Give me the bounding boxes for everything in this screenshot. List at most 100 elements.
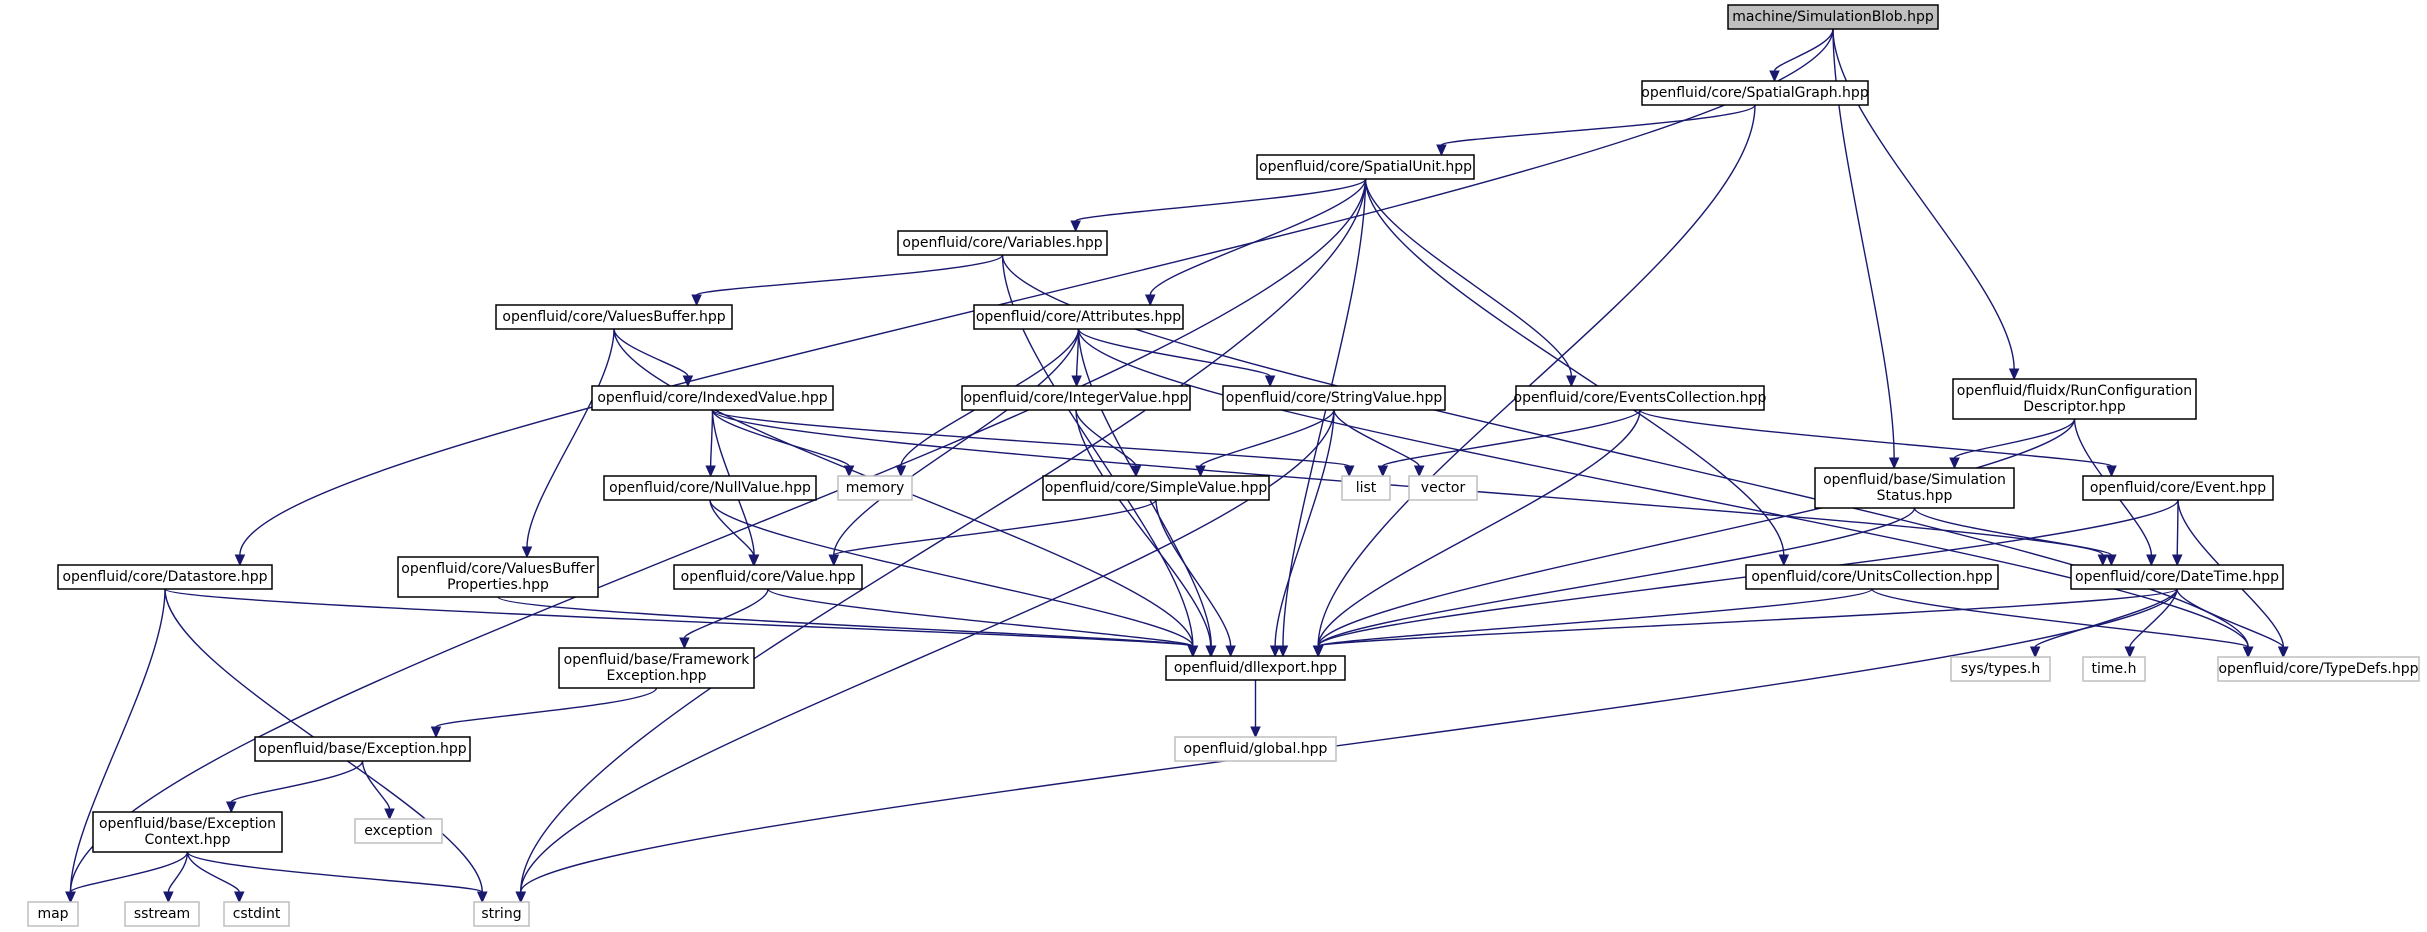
node-runconfig[interactable]: openfluid/fluidx/RunConfigurationDescrip… — [1952, 378, 2197, 420]
arrow-head-icon — [1778, 554, 1790, 567]
edge-simplevalue-to-value — [828, 499, 1157, 567]
node-indexedvalue[interactable]: openfluid/core/IndexedValue.hpp — [591, 385, 834, 411]
edge-line — [1001, 254, 2249, 648]
edge-line — [1382, 409, 1641, 467]
node-valuesbuffer[interactable]: openfluid/core/ValuesBuffer.hpp — [495, 304, 733, 330]
edge-line — [520, 588, 2178, 893]
node-simblob[interactable]: machine/SimulationBlob.hpp — [1727, 4, 1939, 30]
node-label: openfluid/core/ValuesBuffer.hpp — [502, 309, 725, 325]
edge-line — [613, 328, 689, 377]
arrow-head-icon — [1343, 465, 1355, 478]
arrow-head-icon — [1312, 645, 1324, 658]
node-unitscollection[interactable]: openfluid/core/UnitsCollection.hpp — [1745, 564, 1999, 590]
edge-line — [1317, 588, 2178, 647]
edge-line — [1317, 507, 1916, 647]
edge-line — [69, 178, 1367, 893]
node-dllexport[interactable]: openfluid/dllexport.hpp — [1165, 655, 1346, 681]
node-box — [837, 475, 913, 501]
edge-spatialunit-to-eventscollection — [1364, 178, 1577, 388]
edge-spatialunit-to-attributes — [1144, 178, 1367, 307]
edge-simblob-to-datastore — [234, 28, 1834, 567]
arrow-head-icon — [2277, 646, 2289, 659]
node-box — [2070, 564, 2284, 590]
node-attributes[interactable]: openfluid/core/Attributes.hpp — [973, 304, 1184, 330]
node-simplevalue[interactable]: openfluid/core/SimpleValue.hpp — [1042, 475, 1270, 501]
node-label: sys/types.h — [1961, 661, 2040, 677]
node-box — [1515, 385, 1765, 411]
node-box — [2217, 656, 2420, 682]
node-stringvalue[interactable]: openfluid/core/StringValue.hpp — [1222, 385, 1446, 411]
edge-line — [1953, 418, 2076, 459]
edge-spatialunit-to-dllexport — [1277, 178, 1367, 658]
edge-value-to-fwexception — [679, 588, 769, 650]
edge-exccontext-to-map — [65, 851, 189, 904]
node-box — [1341, 475, 1391, 501]
node-string: string — [473, 901, 530, 927]
edge-line — [1074, 178, 1367, 222]
edge-line — [711, 409, 850, 467]
node-label: openfluid/core/UnitsCollection.hpp — [1751, 569, 1992, 585]
node-event[interactable]: openfluid/core/Event.hpp — [2082, 475, 2274, 501]
arrow-head-icon — [1071, 375, 1082, 388]
node-label: openfluid/core/Datastore.hpp — [62, 569, 267, 585]
node-integervalue[interactable]: openfluid/core/IntegerValue.hpp — [961, 385, 1191, 411]
node-vector: vector — [1408, 475, 1478, 501]
node-datastore[interactable]: openfluid/core/Datastore.hpp — [57, 564, 273, 590]
node-vbprops[interactable]: openfluid/core/ValuesBufferProperties.hp… — [397, 556, 599, 598]
edge-spatialunit-to-unitscollection — [1364, 178, 1790, 567]
arrow-head-icon — [2029, 646, 2041, 659]
edge-eventscollection-to-list — [1377, 409, 1641, 478]
edge-datetime-to-string — [515, 588, 2178, 904]
arrow-head-icon — [828, 554, 840, 567]
arrow-head-icon — [2242, 646, 2254, 659]
arrow-head-icon — [1769, 70, 1780, 83]
edges-layer — [65, 28, 2289, 904]
edge-line — [1075, 409, 1137, 467]
node-stdexception: exception — [354, 818, 443, 844]
edge-line — [1075, 409, 1212, 647]
node-datetime[interactable]: openfluid/core/DateTime.hpp — [2070, 564, 2284, 590]
edge-line — [1440, 104, 1756, 146]
node-box — [57, 564, 273, 590]
node-label: machine/SimulationBlob.hpp — [1732, 9, 1934, 25]
node-variables[interactable]: openfluid/core/Variables.hpp — [897, 230, 1108, 256]
node-label: openfluid/base/Exception.hpp — [258, 741, 466, 757]
edge-line — [164, 588, 1194, 647]
node-label: openfluid/core/EventsCollection.hpp — [1514, 390, 1767, 406]
node-label: Status.hpp — [1877, 488, 1953, 504]
node-box — [27, 901, 79, 927]
node-spatialgraph[interactable]: openfluid/core/SpatialGraph.hpp — [1641, 80, 1869, 106]
node-box — [1952, 378, 2197, 420]
edge-line — [1333, 409, 1420, 467]
edge-variables-to-valuesbuffer — [691, 254, 1004, 307]
edge-indexedvalue-to-list — [711, 409, 1355, 478]
arrow-head-icon — [2008, 368, 2020, 381]
node-eventscollection[interactable]: openfluid/core/EventsCollection.hpp — [1514, 385, 1767, 411]
node-exception[interactable]: openfluid/base/Exception.hpp — [254, 736, 471, 762]
arrow-head-icon — [2097, 554, 2109, 567]
edge-spatialunit-to-variables — [1070, 178, 1367, 233]
node-spatialunit[interactable]: openfluid/core/SpatialUnit.hpp — [1256, 154, 1475, 180]
edge-unitscollection-to-dllexport — [1312, 588, 1873, 658]
node-box — [2082, 475, 2274, 501]
arrow-head-icon — [843, 465, 855, 478]
arrow-head-icon — [2106, 554, 2117, 567]
node-nullvalue[interactable]: openfluid/core/NullValue.hpp — [603, 475, 817, 501]
node-box — [591, 385, 834, 411]
edge-datetime-to-systypes — [2029, 588, 2178, 659]
arrow-head-icon — [895, 465, 907, 478]
edge-exception-to-exccontext — [225, 760, 364, 814]
node-label: openfluid/core/SimpleValue.hpp — [1045, 480, 1268, 496]
arrow-head-icon — [1264, 375, 1276, 388]
node-box — [254, 736, 471, 762]
arrow-head-icon — [163, 891, 174, 904]
arrow-head-icon — [1888, 457, 1900, 470]
node-value[interactable]: openfluid/core/Value.hpp — [673, 564, 863, 590]
edge-line — [520, 178, 1367, 893]
edge-line — [1077, 328, 2249, 648]
node-label: openfluid/core/SpatialGraph.hpp — [1641, 85, 1869, 101]
node-label: list — [1356, 480, 1377, 496]
